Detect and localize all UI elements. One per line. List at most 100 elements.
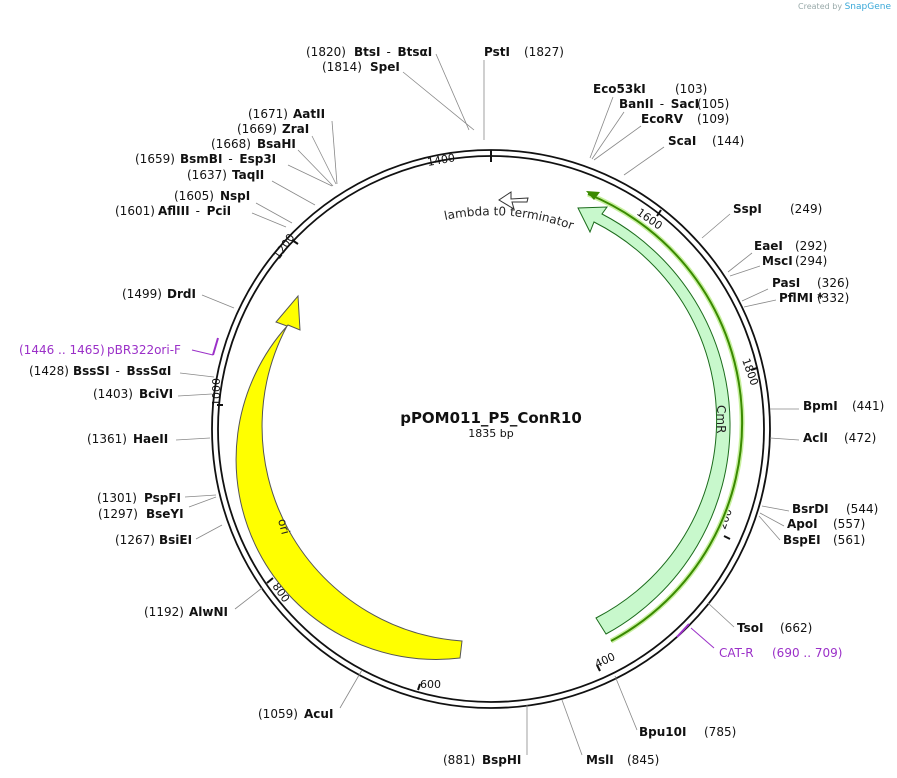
terminator-feature[interactable]	[498, 191, 529, 211]
tick-label: 600	[420, 678, 441, 691]
site-bseyi[interactable]: (1297)BseYI	[98, 507, 184, 521]
site-enzyme: SspI	[733, 202, 762, 216]
site-eco53ki[interactable]: (103)Eco53kI	[593, 82, 707, 96]
site-acui[interactable]: (1059) AcuI	[258, 707, 333, 721]
tick-label: 400	[593, 650, 618, 671]
tick-mark	[266, 577, 274, 584]
site-zrai[interactable]: (1669)ZraI	[237, 122, 309, 136]
site-banii[interactable]: (105)BanII-SacI	[619, 97, 729, 111]
site-leader	[195, 524, 223, 540]
site-nspi[interactable]: (1605)NspI	[174, 189, 250, 203]
site-leader	[402, 71, 475, 131]
site-position: (1671)	[248, 107, 288, 121]
site-enzyme: ApoI	[787, 517, 818, 531]
plasmid-name: pPOM011_P5_ConR10	[400, 409, 582, 427]
site-msli[interactable]: (845)MslI	[586, 753, 659, 767]
site-scai[interactable]: (144)ScaI	[668, 134, 744, 148]
site-enzyme: AcuI	[304, 707, 333, 721]
site-tsoi[interactable]: (662)TsoI	[737, 621, 812, 635]
site-bsahi[interactable]: (1668) BsaHI	[211, 137, 296, 151]
site-psti[interactable]: (1827)PstI	[484, 45, 564, 59]
site-leader	[758, 515, 781, 541]
site-alwni[interactable]: (1192)AlwNI	[144, 605, 228, 619]
site-bsssi[interactable]: (1428)BssSI-BssSαI	[29, 364, 171, 378]
site-msci[interactable]: (294)MscI	[762, 254, 827, 268]
site-leader	[331, 120, 338, 185]
site-spei[interactable]: (1814)SpeI	[322, 60, 400, 74]
site-enzyme-alt: PciI	[207, 204, 232, 218]
site-bspei[interactable]: (561)BspEI	[783, 533, 865, 547]
site-position: (1267)	[115, 533, 155, 547]
site-position: (1601)	[115, 204, 155, 218]
primer-range: (1446 .. 1465)	[19, 343, 105, 357]
site-position: (1059)	[258, 707, 298, 721]
site-leader	[175, 437, 211, 441]
site-bsiei[interactable]: (1267)BsiEI	[115, 533, 192, 547]
site-enzyme: BtsI	[354, 45, 381, 59]
site-position: (332)	[817, 291, 849, 305]
site-acli[interactable]: (472)AclI	[803, 431, 876, 445]
site-position: (785)	[704, 725, 736, 739]
site-btsi[interactable]: (1820)BtsI-BtsαI	[306, 45, 432, 59]
site-leader	[593, 125, 642, 161]
site-labels: (1820)BtsI-BtsαI(1814)SpeI (1827)PstI (103…	[19, 45, 884, 767]
primer-marker-pbr322ori-f[interactable]	[212, 337, 219, 356]
site-pasi[interactable]: (326)PasI	[772, 276, 849, 290]
site-enzyme: PasI	[772, 276, 800, 290]
primer-pbr322ori-f[interactable]: (1446 .. 1465)pBR322ori-F	[19, 343, 181, 357]
site-position: (103)	[675, 82, 707, 96]
site-position: (105)	[697, 97, 729, 111]
site-sspi[interactable]: (249)SspI	[733, 202, 822, 216]
site-afliii[interactable]: (1601)AflIII-PciI	[115, 204, 231, 218]
site-bcivi[interactable]: (1403)BciVI	[93, 387, 173, 401]
site-leader	[707, 602, 735, 628]
site-enzyme: MslI	[586, 753, 614, 767]
site-leader	[255, 202, 293, 224]
tick-mark	[291, 239, 299, 245]
site-enzyme: AlwNI	[189, 605, 228, 619]
primer-leader-pbr322ori-f	[191, 349, 214, 356]
site-position: (1668)	[211, 137, 251, 151]
site-bpmi[interactable]: (441)BpmI	[803, 399, 884, 413]
site-apoi[interactable]: (557)ApoI	[787, 517, 865, 531]
primer-range: (690 .. 709)	[772, 646, 842, 660]
cmr-line-head	[586, 191, 600, 200]
tick-label: 1000	[210, 378, 223, 406]
tick-label: 1200	[271, 231, 298, 261]
site-bpu10i[interactable]: (785)Bpu10I	[639, 725, 736, 739]
site-bsphi[interactable]: (881)BspHI	[443, 753, 521, 767]
site-enzyme: BsaHI	[257, 137, 296, 151]
site-position: (1428)	[29, 364, 69, 378]
site-leader	[701, 213, 731, 239]
site-enzyme: PflMI *	[779, 291, 824, 305]
site-leader	[561, 699, 583, 756]
site-enzyme: BsmBI	[180, 152, 222, 166]
site-aatii[interactable]: (1671)AatII	[248, 107, 325, 121]
site-eaei[interactable]: (292)EaeI	[754, 239, 827, 253]
site-bsrdi[interactable]: (544)BsrDI	[792, 502, 878, 516]
site-ecorv[interactable]: (109)EcoRV	[641, 112, 729, 126]
site-position: (1301)	[97, 491, 137, 505]
site-position: (109)	[697, 112, 729, 126]
tick-mark	[750, 367, 758, 371]
site-enzyme-alt: BtsαI	[398, 45, 433, 59]
site-pflmi[interactable]: (332)PflMI *	[779, 291, 849, 305]
site-drdi[interactable]: (1499)DrdI	[122, 287, 196, 301]
site-pspfi[interactable]: (1301)PspFI	[97, 491, 181, 505]
cmr-feature[interactable]	[577, 206, 731, 635]
tick-mark	[656, 209, 662, 217]
site-bsmbi[interactable]: (1659)BsmBI-Esp3I	[135, 152, 276, 166]
site-leader	[729, 265, 761, 277]
ori-feature[interactable]	[235, 294, 463, 660]
site-enzyme: SpeI	[370, 60, 400, 74]
primer-name: CAT-R	[719, 646, 754, 660]
site-taqii[interactable]: (1637)TaqII	[187, 168, 264, 182]
tick-label: 1800	[739, 357, 761, 388]
primer-cat-r[interactable]: CAT-R (690 .. 709)	[719, 646, 842, 660]
site-position: (1659)	[135, 152, 175, 166]
site-enzyme: DrdI	[167, 287, 196, 301]
site-haeii[interactable]: (1361)HaeII	[87, 432, 168, 446]
site-leader	[589, 96, 614, 159]
credit-prefix: Created by	[798, 2, 843, 11]
primer-marker-cat-r[interactable]	[676, 623, 690, 638]
